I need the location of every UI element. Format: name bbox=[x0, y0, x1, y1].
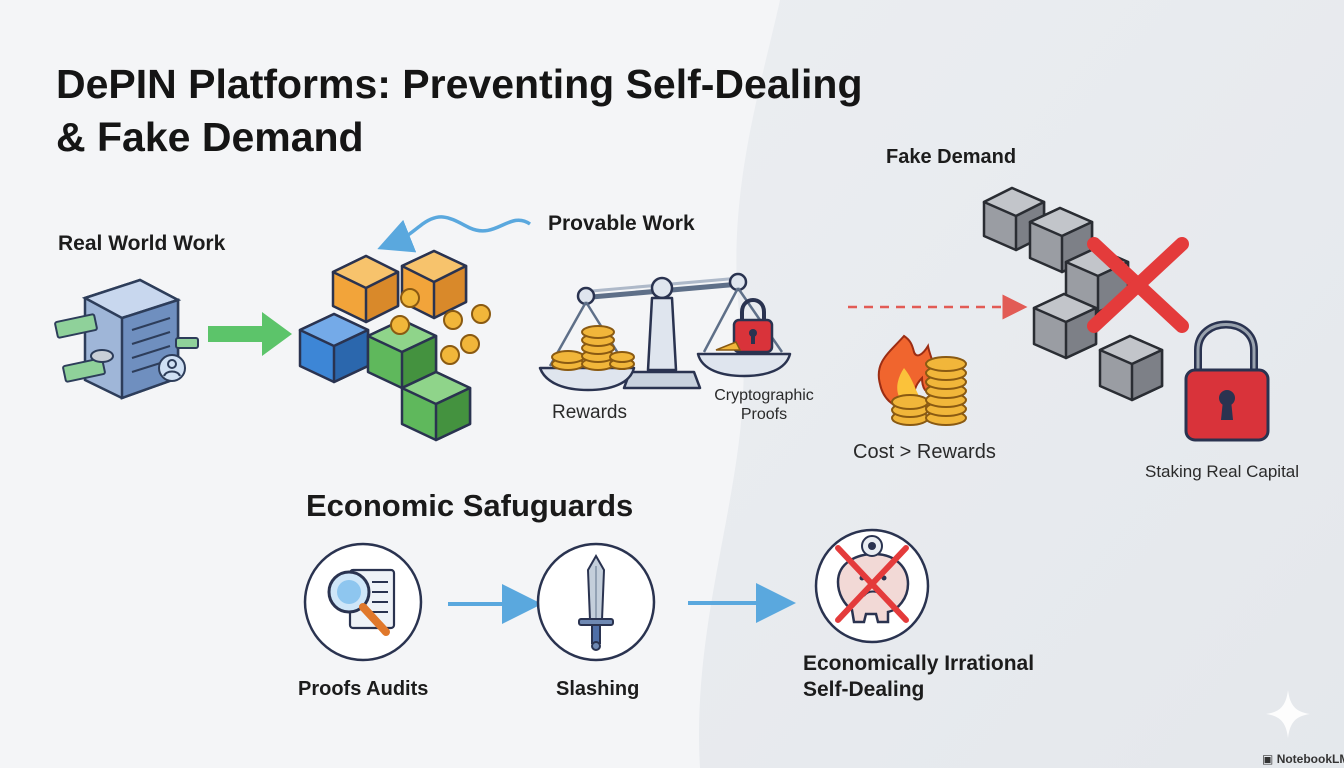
brand-watermark: ▣ NotebookLM bbox=[1262, 752, 1344, 766]
fake-demand-cubes-icon bbox=[982, 186, 1164, 402]
cost-rewards-label: Cost > Rewards bbox=[853, 441, 996, 463]
proof-lock-icon bbox=[715, 298, 774, 354]
safeguards-heading: Economic Safuguards bbox=[306, 488, 634, 523]
burning-coins-icon bbox=[891, 356, 967, 426]
staking-lock-icon bbox=[1184, 320, 1270, 442]
sparkle-icon bbox=[1266, 690, 1310, 738]
proofs-audits-label: Proofs Audits bbox=[298, 678, 429, 700]
real-world-work-label: Real World Work bbox=[58, 232, 226, 255]
crypto-proofs-line-1: Cryptographic bbox=[714, 387, 814, 404]
fake-demand-label: Fake Demand bbox=[886, 146, 1017, 168]
sword-icon bbox=[536, 542, 656, 662]
wavy-arrow-icon bbox=[377, 215, 532, 253]
balance-scale-icon bbox=[538, 272, 792, 392]
provable-work-cubes-icon bbox=[298, 249, 472, 442]
green-arrow-icon bbox=[208, 312, 292, 356]
cryptographic-proofs-label: Cryptographic Proofs bbox=[706, 386, 822, 424]
proofs-audits-icon bbox=[303, 542, 423, 662]
provable-work-label: Provable Work bbox=[548, 212, 695, 235]
brand-name: NotebookLM bbox=[1276, 752, 1344, 766]
crypto-proofs-line-2: Proofs bbox=[740, 406, 788, 423]
piggy-bank-crossed-icon bbox=[814, 528, 930, 644]
staking-real-capital-label: Staking Real Capital bbox=[1145, 462, 1300, 481]
irrational-line-2: Self-Dealing bbox=[803, 678, 925, 701]
building-icon bbox=[54, 278, 199, 400]
page-title: DePIN Platforms: Preventing Self-Dealing… bbox=[56, 58, 916, 164]
rewards-label: Rewards bbox=[552, 402, 627, 423]
slashing-label: Slashing bbox=[556, 678, 640, 700]
title-line-2: & Fake Demand bbox=[56, 114, 364, 160]
red-x-icon bbox=[1087, 237, 1189, 333]
irrational-self-dealing-label: Economically Irrational Self-Dealing bbox=[803, 651, 1034, 703]
brand-logo-icon: ▣ bbox=[1262, 752, 1274, 766]
title-line-1: DePIN Platforms: Preventing Self-Dealing bbox=[56, 61, 863, 107]
coins-icon bbox=[390, 288, 491, 365]
rewards-coins-icon bbox=[551, 325, 635, 371]
irrational-line-1: Economically Irrational bbox=[803, 652, 1035, 675]
